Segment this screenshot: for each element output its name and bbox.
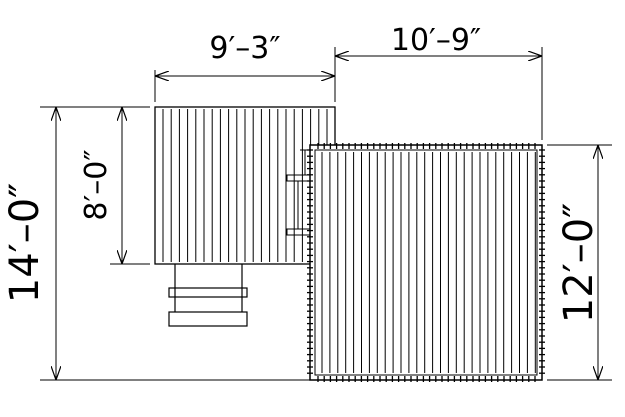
deck-connectors bbox=[286, 149, 311, 236]
large-deck-railing bbox=[307, 143, 545, 382]
stairs bbox=[168, 264, 248, 327]
dim-small-deck-depth: 8′–0″ bbox=[79, 106, 150, 265]
small-deck-boards bbox=[162, 109, 328, 262]
small-deck-depth-label: 8′–0″ bbox=[79, 149, 114, 220]
large-deck-width-label: 10′–9″ bbox=[391, 23, 481, 58]
dim-large-deck-depth: 12′–0″ bbox=[547, 144, 612, 381]
large-deck-boards bbox=[321, 152, 536, 373]
small-deck bbox=[154, 106, 336, 265]
large-deck-depth-label: 12′–0″ bbox=[556, 203, 602, 323]
total-depth-label: 14′–0″ bbox=[2, 183, 48, 303]
dim-total-depth: 14′–0″ bbox=[2, 106, 310, 381]
dim-large-deck-width: 10′–9″ bbox=[334, 23, 543, 140]
small-deck-width-label: 9′–3″ bbox=[209, 31, 280, 66]
large-deck bbox=[307, 143, 545, 382]
dim-small-deck-width: 9′–3″ bbox=[154, 31, 336, 102]
